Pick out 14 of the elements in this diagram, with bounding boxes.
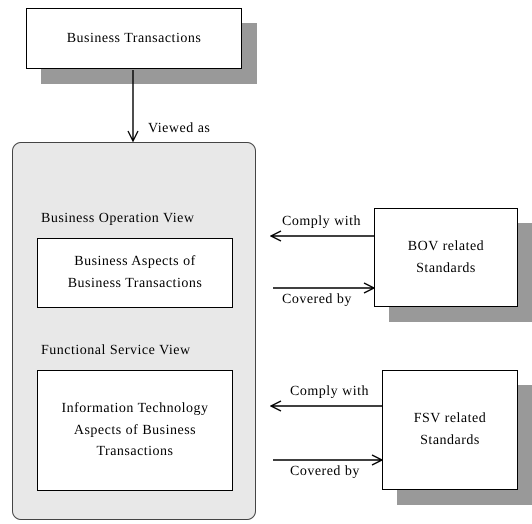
arrow bbox=[273, 282, 375, 294]
edge-label: Covered by bbox=[290, 464, 360, 480]
arrow bbox=[273, 454, 383, 466]
edge-label: Comply with bbox=[290, 384, 370, 400]
view-heading: Functional Service View bbox=[41, 343, 191, 359]
arrow bbox=[270, 230, 374, 242]
arrow bbox=[270, 400, 382, 412]
process-box: Business Aspects of Business Transactions bbox=[37, 238, 233, 308]
view-container bbox=[12, 142, 256, 520]
view-heading: Business Operation View bbox=[41, 211, 194, 227]
edge-label: Covered by bbox=[282, 292, 352, 308]
process-box: Information Technology Aspects of Business Transactions bbox=[37, 370, 233, 491]
arrow bbox=[127, 70, 139, 142]
edge-label: Comply with bbox=[282, 214, 362, 230]
